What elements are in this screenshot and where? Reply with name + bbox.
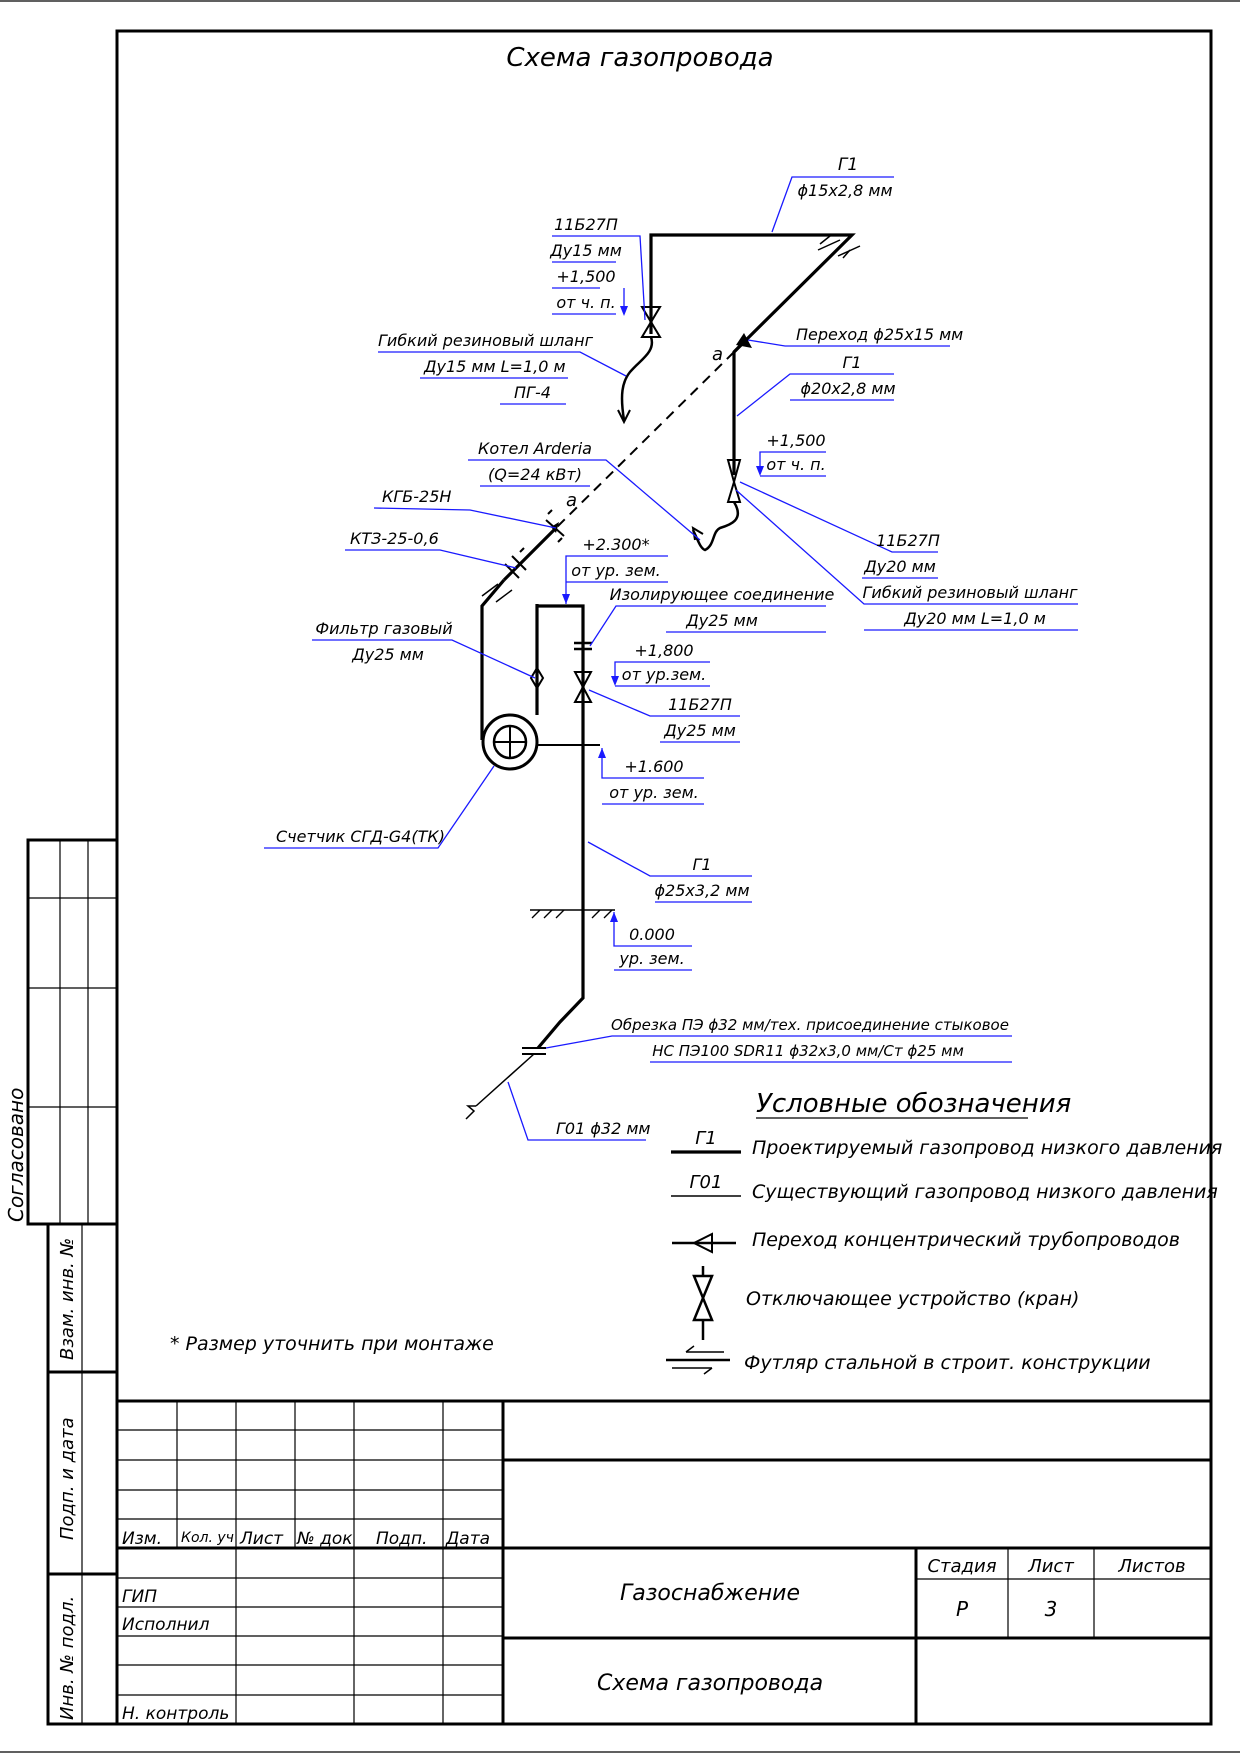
elev-2300-ref: от ур. зем. [571, 561, 661, 580]
g1-mid-size: ϕ20х2,8 мм [800, 379, 895, 398]
title-block: Изм. Кол. уч Лист № док Подп. Дата ГИП И… [117, 1399, 1211, 1724]
tb-stage-value: Р [956, 1597, 969, 1621]
tb-header-kol: Кол. уч [181, 1530, 234, 1546]
elev-1800-ref: от ур.зем. [622, 665, 706, 684]
g1-low-label: Г1 [692, 855, 711, 874]
hose-left-title: Гибкий резиновый шланг [378, 331, 594, 350]
legend-item-1-text: Существующий газопровод низкого давления [752, 1181, 1218, 1203]
side-inv-podl-label: Инв. № подл. [57, 1596, 78, 1720]
valve-top-ref: от ч. п. [556, 293, 615, 312]
filter-dn: Ду25 мм [351, 645, 424, 664]
pipe-riser [537, 604, 585, 752]
legend-title: Условные обозначения [756, 1089, 1071, 1119]
legend-item-0-text: Проектируемый газопровод низкого давлени… [752, 1137, 1222, 1159]
boiler-name: Котел Arderia [478, 439, 592, 458]
hose-right-title: Гибкий резиновый шланг [863, 583, 1079, 602]
elev-0-value: 0.000 [629, 925, 675, 944]
transition-label: Переход ϕ25х15 мм [796, 325, 963, 344]
tb-sheets-label: Листов [1117, 1556, 1185, 1577]
g01-label: Г01 ϕ32 мм [556, 1119, 651, 1138]
elev-0-ref: ур. зем. [618, 949, 684, 968]
boiler-power: (Q=24 кВт) [488, 465, 582, 484]
legend-valve-icon [692, 1266, 714, 1340]
tb-header-podp: Подп. [376, 1529, 427, 1549]
side-stamp: Согласовано Взам. инв. № Подп. и дата Ин… [4, 838, 119, 1726]
valve-low-symbol [573, 671, 593, 703]
drawing-title: Схема газопровода [506, 43, 773, 73]
valve-low-model: 11Б27П [668, 695, 732, 714]
cutoff-line1: Обрезка ПЭ ϕ32 мм/тех. присоединение сты… [611, 1016, 1009, 1034]
callout-texts: Г1 ϕ15х2,8 мм 11Б27П Ду15 мм +1,500 от ч… [276, 155, 1078, 1138]
point-a-bottom: а [566, 490, 577, 511]
tb-header-list: Лист [239, 1529, 284, 1549]
tb-role-ispolnil: Исполнил [122, 1615, 210, 1635]
hose-left [620, 336, 654, 421]
tb-header-data: Дата [445, 1529, 490, 1549]
side-vzam-label: Взам. инв. № [57, 1238, 78, 1360]
g1-mid-label: Г1 [842, 353, 861, 372]
tb-sheet-title: Схема газопровода [597, 1671, 823, 1696]
tb-role-gip: ГИП [122, 1587, 157, 1607]
dashed-connection [555, 351, 735, 529]
tb-sheet-label: Лист [1027, 1556, 1074, 1577]
elev-1500-ref: от ч. п. [766, 455, 825, 474]
elev-1600-ref: от ур. зем. [609, 783, 699, 802]
point-a-top: а [712, 344, 723, 365]
kgb-label: КГБ-25Н [382, 487, 451, 506]
tb-header-izm: Изм. [122, 1529, 162, 1549]
tb-project-name: Газоснабжение [620, 1581, 800, 1606]
side-agreed-label: Согласовано [4, 1088, 28, 1222]
valve-top-dn: Ду15 мм [549, 241, 622, 260]
hose-left-size: Ду15 мм L=1,0 м [423, 357, 566, 376]
g1-top-size: ϕ15х2,8 мм [797, 181, 892, 200]
valve-low-dn: Ду25 мм [663, 721, 736, 740]
g1-top-label: Г1 [838, 155, 858, 175]
cutoff-line2: НС ПЭ100 SDR11 ϕ32х3,0 мм/Ст ϕ25 мм [652, 1042, 964, 1060]
valve-right-model: 11Б27П [876, 531, 940, 550]
tb-sheet-value: 3 [1045, 1597, 1058, 1621]
pipeline-scheme [465, 233, 861, 1120]
insulating-dn: Ду25 мм [685, 611, 758, 630]
insulating-title: Изолирующее соединение [610, 585, 835, 604]
valve-top-model: 11Б27П [554, 215, 618, 234]
ktz-label: КТЗ-25-0,6 [350, 529, 439, 548]
legend-item-0-symbol: Г1 [695, 1128, 716, 1149]
filter-title: Фильтр газовый [315, 619, 452, 638]
legend-item-4-text: Футляр стальной в строит. конструкции [744, 1352, 1151, 1374]
side-podp-data-label: Подп. и дата [57, 1417, 78, 1540]
callout-leaders [264, 176, 1078, 1141]
pipe-riser-down [536, 752, 585, 1050]
footnote: * Размер уточнить при монтаже [170, 1333, 494, 1355]
tb-role-nkontrol: Н. контроль [122, 1704, 229, 1724]
legend-case-icon [666, 1345, 730, 1375]
hose-right [691, 501, 740, 552]
tb-header-dok: № док [296, 1529, 353, 1549]
legend-item-1-symbol: Г01 [690, 1172, 723, 1193]
valve-right-dn: Ду20 мм [863, 557, 936, 576]
elev-2300-value: +2.300* [582, 535, 649, 554]
g1-low-size: ϕ25х3,2 мм [654, 881, 749, 900]
pipe-left-vertical [480, 578, 506, 740]
legend-transition-icon [672, 1232, 736, 1254]
valve-top-elev: +1,500 [556, 267, 615, 286]
pipe-right-vertical [732, 340, 746, 475]
meter-label: Счетчик СГД-G4(ТК) [276, 827, 445, 846]
drawing-frame [115, 29, 1213, 1726]
legend-item-3-text: Отключающее устройство (кран) [746, 1288, 1079, 1310]
elev-1800-value: +1,800 [634, 641, 693, 660]
filter-symbol [529, 666, 545, 690]
legend-item-2-text: Переход концентрический трубопроводов [752, 1229, 1180, 1251]
hose-right-size: Ду20 мм L=1,0 м [903, 609, 1046, 628]
legend: Условные обозначения Г1 Проектируемый га… [666, 1089, 1222, 1375]
elev-1500-value: +1,500 [766, 431, 825, 450]
hose-left-type: ПГ-4 [514, 383, 551, 402]
tb-stage-label: Стадия [927, 1556, 996, 1577]
elev-1600-value: +1.600 [624, 757, 683, 776]
gas-meter-symbol [481, 713, 600, 771]
